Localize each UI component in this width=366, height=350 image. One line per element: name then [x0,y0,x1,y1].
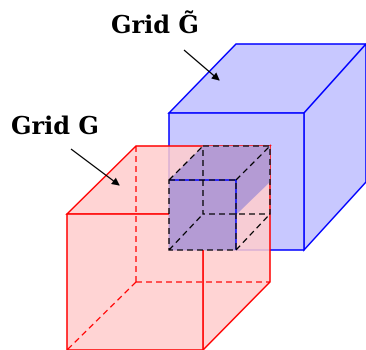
overlap-region [168,145,271,251]
grid-label: Grid G [11,111,99,140]
grid-tilde-arrow [183,49,220,81]
grid-arrow [70,148,120,186]
overlap-front-square [168,179,237,251]
grid-tilde-label: Grid G̃ [111,10,199,39]
overlap-diag-bottom-left [168,213,204,251]
overlap-diag-bottom-right [235,213,271,251]
overlap-diag-top-right [235,145,271,181]
overlap-diag-top-left [168,145,204,181]
grid-hidden-edge-diagonal [66,281,137,350]
